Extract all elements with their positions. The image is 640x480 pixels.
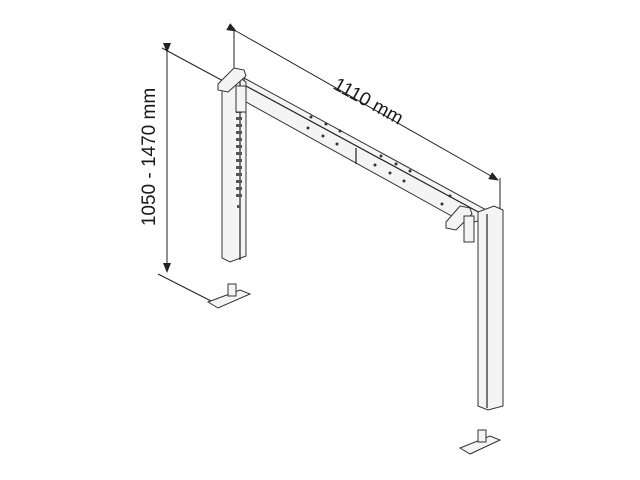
left-bracket [217,67,247,93]
right-bracket [445,205,473,231]
width-dimension [226,23,501,212]
right-leg [445,205,504,411]
height-dimension [157,43,226,304]
right-foot [458,429,502,455]
left-leg [217,67,247,263]
height-label: 1050 - 1470 mm [139,88,160,226]
left-foot [206,283,252,309]
width-label: 1110 mm [330,74,407,129]
